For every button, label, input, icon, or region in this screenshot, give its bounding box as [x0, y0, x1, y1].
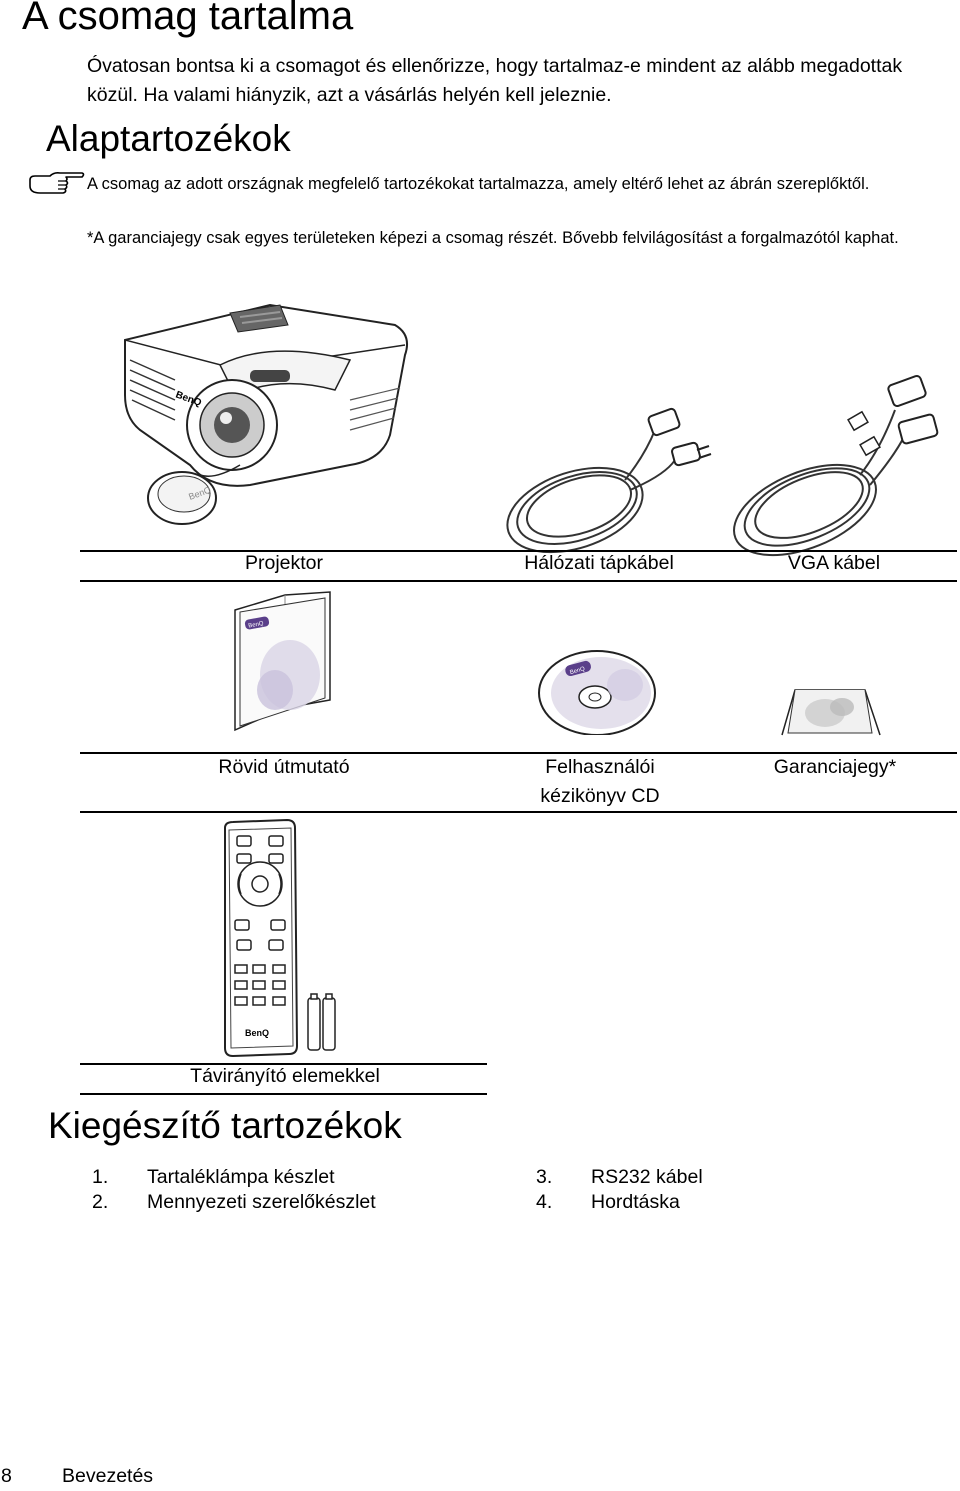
- cd-brand-text: BenQ: [569, 666, 586, 676]
- item-label-quick-start: Rövid útmutató: [218, 756, 350, 778]
- row2-top-rule: [80, 752, 957, 754]
- optional-item-3: 3.RS232 kábel: [536, 1166, 703, 1188]
- page-number: 8: [1, 1465, 12, 1487]
- standard-accessories-heading: Alaptartozékok: [46, 118, 291, 159]
- intro-paragraph: Óvatosan bontsa ki a csomagot és ellenőr…: [87, 55, 903, 106]
- optional-item-2: 2.Mennyezeti szerelőkészlet: [92, 1191, 376, 1213]
- row1-top-rule: [80, 550, 957, 552]
- guide-brand-text: BenQ: [248, 621, 264, 630]
- pointing-hand-icon: [29, 172, 85, 194]
- item-label-manual-cd: Felhasználói kézikönyv CD: [540, 756, 660, 807]
- note-warranty: *A garanciajegy csak egyes területeken k…: [87, 229, 899, 247]
- item-label-power-cable: Hálózati tápkábel: [524, 552, 674, 574]
- user-manual-cd-image: BenQ: [538, 650, 656, 735]
- optional-accessories-heading: Kiegészítő tartozékok: [48, 1105, 402, 1146]
- remote-brand-text: BenQ: [245, 1028, 269, 1038]
- power-cable-image: [506, 407, 712, 554]
- item-label-vga-cable: VGA kábel: [787, 552, 881, 574]
- page-title: A csomag tartalma: [22, 0, 354, 38]
- item-label-remote: Távirányító elemekkel: [190, 1065, 380, 1087]
- remote-control-image: BenQ: [224, 818, 336, 1058]
- warranty-card-image: [781, 689, 881, 736]
- row1-bottom-rule: [80, 580, 957, 582]
- quick-start-guide-image: BenQ: [234, 591, 331, 732]
- note-country-specific: A csomag az adott országnak megfelelő ta…: [87, 175, 870, 193]
- projector-image: BenQ BenQ: [124, 303, 408, 525]
- row3-top-rule: [80, 1063, 487, 1065]
- footer-section: Bevezetés: [62, 1465, 154, 1487]
- row2-bottom-rule: [80, 811, 957, 813]
- item-label-projector: Projektor: [244, 552, 324, 574]
- row3-bottom-rule: [80, 1093, 487, 1095]
- item-label-warranty: Garanciajegy*: [773, 756, 897, 778]
- optional-item-4: 4.Hordtáska: [536, 1191, 680, 1213]
- vga-cable-image: [733, 374, 939, 557]
- optional-item-1: 1.Tartaléklámpa készlet: [92, 1166, 335, 1188]
